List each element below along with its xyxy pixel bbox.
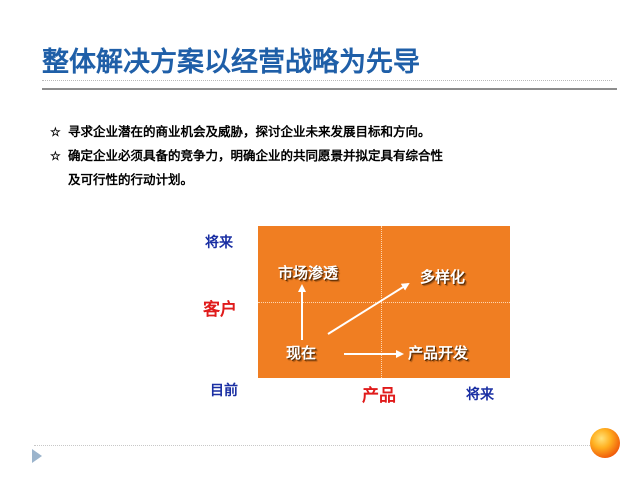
play-icon[interactable] bbox=[32, 449, 42, 463]
x-axis-right-label: 将来 bbox=[466, 387, 494, 403]
footer-divider bbox=[34, 445, 594, 446]
bullet-item: ☆ 确定企业必须具备的竞争力，明确企业的共同愿景并拟定具有综合性 及可行性的行动… bbox=[50, 144, 590, 192]
title-divider-solid bbox=[42, 88, 617, 90]
slide-title: 整体解决方案以经营战略为先导 bbox=[42, 47, 420, 78]
cell-current: 现在 bbox=[286, 344, 317, 362]
bullet-text: 确定企业必须具备的竞争力，明确企业的共同愿景并拟定具有综合性 及可行性的行动计划… bbox=[68, 148, 444, 187]
bullet-item: ☆ 寻求企业潜在的商业机会及威胁，探讨企业未来发展目标和方向。 bbox=[50, 120, 590, 144]
star-icon: ☆ bbox=[50, 125, 61, 139]
matrix-arrows bbox=[298, 282, 410, 358]
cell-market-penetration: 市场渗透 bbox=[278, 264, 339, 282]
star-icon: ☆ bbox=[50, 149, 61, 163]
cell-product-development: 产品开发 bbox=[408, 344, 469, 362]
title-divider-dotted bbox=[42, 80, 612, 81]
y-axis-top-label: 将来 bbox=[205, 235, 233, 251]
cell-diversification: 多样化 bbox=[420, 268, 466, 286]
sun-icon bbox=[590, 428, 620, 458]
x-axis-title: 产品 bbox=[362, 386, 396, 406]
ansoff-matrix: 市场渗透 多样化 现在 产品开发 bbox=[258, 226, 510, 378]
y-axis-title: 客户 bbox=[203, 300, 237, 320]
bullet-list: ☆ 寻求企业潜在的商业机会及威胁，探讨企业未来发展目标和方向。 ☆ 确定企业必须… bbox=[50, 120, 590, 192]
bullet-text: 寻求企业潜在的商业机会及威胁，探讨企业未来发展目标和方向。 bbox=[68, 124, 431, 139]
y-axis-bottom-label: 目前 bbox=[210, 383, 238, 399]
matrix-divider-horizontal bbox=[258, 302, 510, 303]
arrow-to-diversification bbox=[327, 282, 410, 335]
